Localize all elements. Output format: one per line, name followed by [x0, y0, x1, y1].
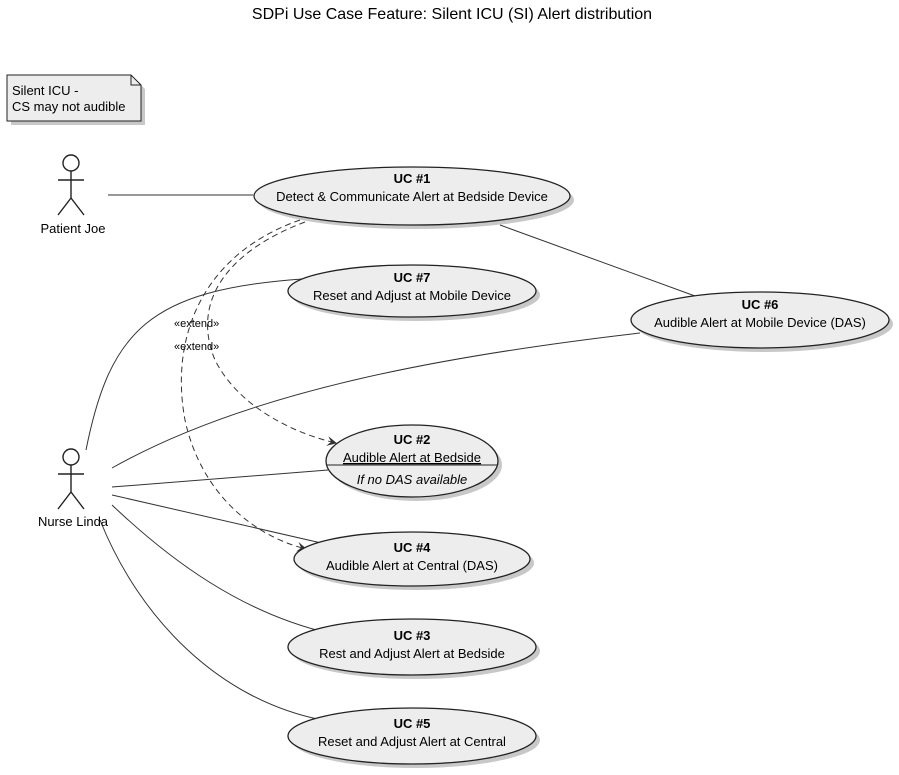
use-case-7: UC #7 Reset and Adjust at Mobile Device [287, 264, 540, 321]
actor-nurse-label: Nurse Linda [38, 514, 109, 529]
use-case-5: UC #5 Reset and Adjust Alert at Central [287, 707, 540, 768]
uc7-id: UC #7 [394, 270, 431, 285]
uc1-label: Detect & Communicate Alert at Bedside De… [276, 189, 548, 204]
uc4-label: Audible Alert at Central (DAS) [326, 558, 498, 573]
note-line-2: CS may not audible [12, 99, 125, 114]
use-case-1: UC #1 Detect & Communicate Alert at Beds… [253, 166, 574, 229]
assoc-nurse-uc4 [111, 494, 331, 546]
actor-head-icon [62, 154, 80, 172]
uc1-id: UC #1 [394, 171, 431, 186]
uc2-condition: If no DAS available [357, 472, 468, 487]
uc7-label: Reset and Adjust at Mobile Device [313, 288, 511, 303]
diagram-title: SDPi Use Case Feature: Silent ICU (SI) A… [252, 6, 652, 23]
uc5-label: Reset and Adjust Alert at Central [318, 734, 506, 749]
note: Silent ICU - CS may not audible [6, 74, 145, 125]
extend-arrow-uc4 [180, 219, 307, 552]
extend-relations: «extend» «extend» [174, 219, 337, 552]
uc6-id: UC #6 [742, 297, 779, 312]
use-case-4: UC #4 Audible Alert at Central (DAS) [293, 531, 534, 590]
uc4-id: UC #4 [394, 540, 432, 555]
uc2-id: UC #2 [394, 432, 431, 447]
uc5-id: UC #5 [394, 716, 431, 731]
uc6-label: Audible Alert at Mobile Device (DAS) [654, 315, 866, 330]
actor-patient: Patient Joe [40, 154, 106, 236]
assoc-uc1-uc6 [499, 224, 696, 297]
assoc-nurse-uc6 [111, 332, 641, 469]
use-case-6: UC #6 Audible Alert at Mobile Device (DA… [630, 291, 893, 352]
uc3-label: Rest and Adjust Alert at Bedside [319, 646, 505, 661]
assoc-nurse-uc2 [111, 469, 329, 488]
use-case-3: UC #3 Rest and Adjust Alert at Bedside [287, 618, 540, 679]
uc2-label: Audible Alert at Bedside [343, 450, 481, 465]
note-line-1: Silent ICU - [12, 83, 78, 98]
extend-label-1: «extend» [174, 318, 219, 330]
extend-label-2: «extend» [174, 341, 219, 353]
associations [85, 194, 696, 721]
assoc-nurse-uc7 [85, 278, 303, 451]
actor-patient-label: Patient Joe [40, 221, 105, 236]
uc3-id: UC #3 [394, 628, 431, 643]
assoc-nurse-uc5 [99, 519, 323, 721]
extend-arrow-uc2 [207, 221, 337, 446]
actor-head-icon [62, 448, 80, 466]
assoc-nurse-uc3 [111, 504, 329, 634]
actor-nurse: Nurse Linda [38, 448, 109, 529]
use-case-2: UC #2 Audible Alert at Bedside If no DAS… [325, 424, 502, 501]
